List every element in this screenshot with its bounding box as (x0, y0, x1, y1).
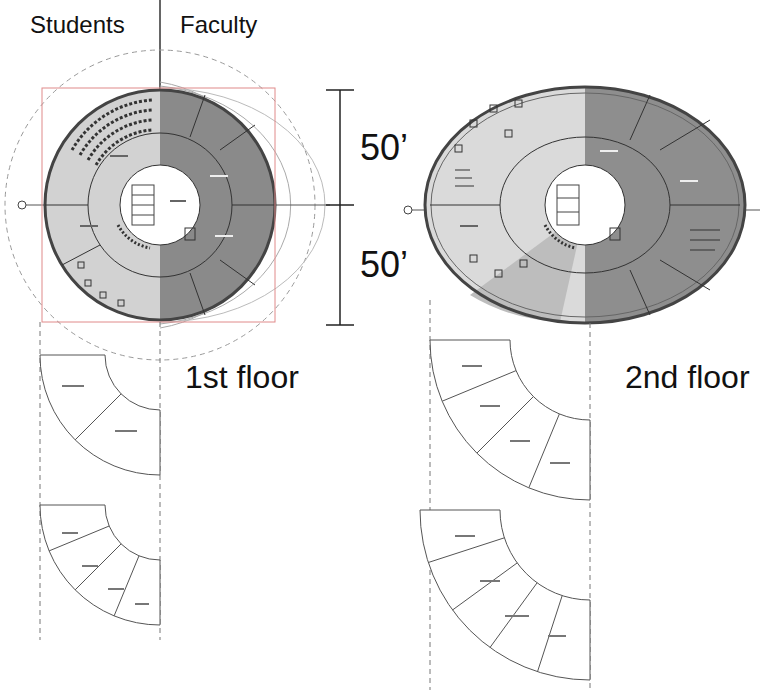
second-floor-plan (404, 87, 760, 323)
floor-label: 1st floor (185, 360, 299, 395)
divider-line (159, 0, 161, 90)
dimension-label: 50’ (360, 128, 408, 168)
first-floor-plan (5, 50, 330, 360)
room-wedges (40, 340, 590, 680)
audience-label: Students (30, 12, 125, 38)
dimension-label: 50’ (360, 245, 408, 285)
room-tags (62, 365, 570, 637)
projection-lines (40, 300, 590, 690)
dimension-bar (326, 90, 354, 325)
audience-label: Faculty (180, 12, 257, 38)
floor-label: 2nd floor (625, 360, 750, 395)
